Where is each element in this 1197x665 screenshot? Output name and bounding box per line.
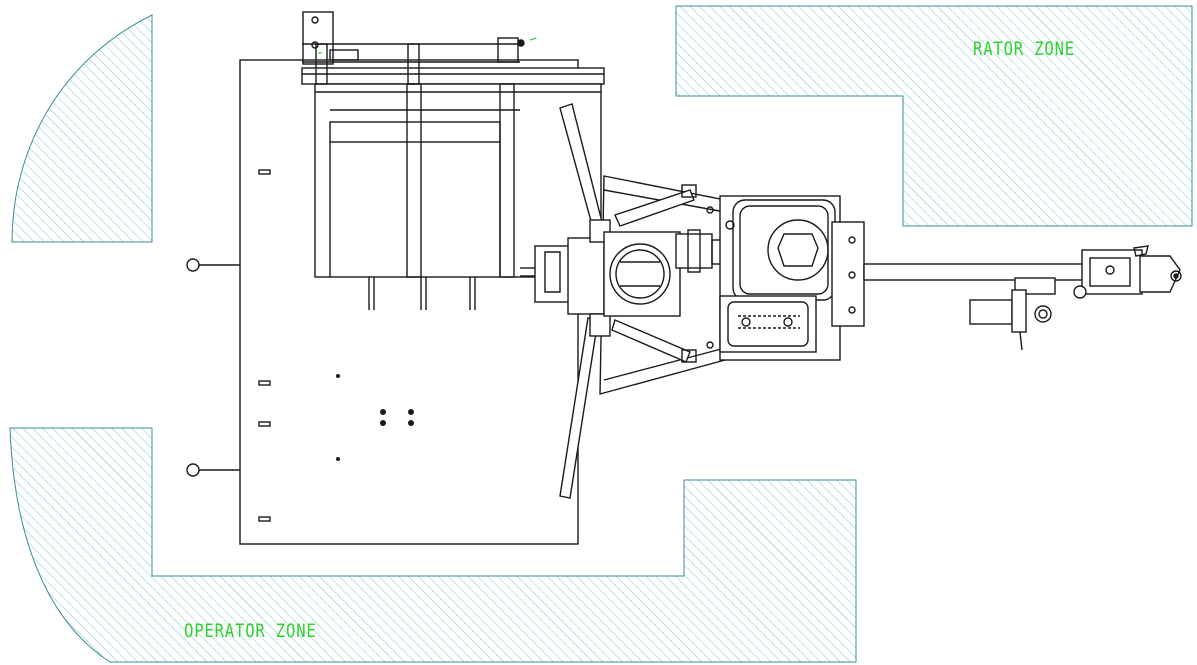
machine: [186, 11, 1182, 545]
operator-zone: [9, 427, 857, 663]
gearbox: [520, 219, 727, 337]
engine: [706, 195, 865, 361]
tow-bar: [863, 245, 1182, 295]
rator-zone-label: RATOR ZONE: [973, 38, 1076, 60]
left-arc-zone: [11, 14, 153, 243]
green-marks: [318, 37, 537, 54]
base-slots: [258, 169, 271, 522]
side-handles: [186, 258, 240, 477]
operator-zone-label: OPERATOR ZONE: [184, 620, 317, 642]
jack-stand: [969, 277, 1087, 351]
bolt-holes: [336, 374, 414, 461]
hopper-frame: [301, 11, 605, 310]
rator-zone: [675, 5, 1193, 227]
